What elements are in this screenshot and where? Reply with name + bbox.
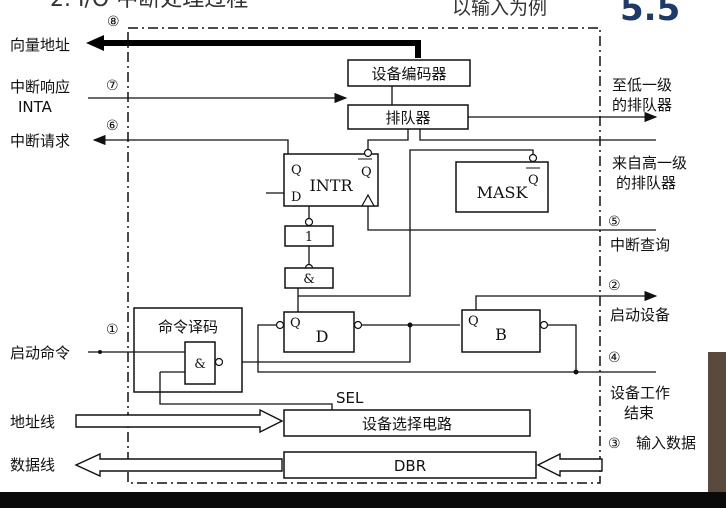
intr-q-pin: Q (291, 163, 302, 178)
label-addr-line: 地址线 (10, 413, 55, 431)
step-1: ① (106, 322, 119, 338)
inverter-bubble (306, 219, 313, 226)
dbr-label: DBR (394, 457, 426, 475)
dff-d-out-bubble (355, 322, 362, 329)
mask-qbar-pin: Q (528, 173, 539, 188)
mask-label: MASK (477, 183, 529, 202)
intr-label: INTR (309, 176, 353, 195)
label-start-dev: 启动设备 (610, 306, 670, 324)
label-from-higher-1: 来自高一级 (612, 154, 687, 172)
step-2: ② (608, 278, 621, 294)
step-6: ⑥ (106, 118, 119, 134)
device-encoder-label: 设备编码器 (371, 65, 446, 83)
vector-arrowhead (86, 35, 104, 51)
dff-d-label: D (316, 327, 329, 346)
intr-to-queue-line (368, 129, 408, 150)
and-gate-label: & (303, 272, 315, 287)
label-vector: 向量地址 (10, 36, 70, 54)
input-data-arrow (538, 454, 602, 476)
dff-d-in-bubble (277, 322, 284, 329)
cmd-decode-label: 命令译码 (158, 318, 218, 336)
label-start-cmd: 启动命令 (10, 344, 70, 362)
dff-b-q-pin: Q (468, 314, 479, 329)
step-5: ⑤ (608, 214, 621, 230)
mask-bubble (530, 155, 537, 162)
step-3: ③ (608, 436, 621, 452)
queue-label: 排队器 (385, 109, 430, 127)
sel-label: SEL (336, 389, 364, 407)
vector-bus (100, 43, 418, 58)
label-int-req: 中断请求 (10, 132, 70, 150)
label-to-lower-1: 至低一级 (612, 76, 672, 94)
step-4: ④ (608, 350, 621, 366)
data-bus-arrow (76, 454, 282, 476)
label-data-line: 数据线 (10, 456, 55, 474)
cmd-and-bubble (216, 359, 223, 366)
int-req-line (94, 140, 288, 154)
dff-b-label: B (495, 325, 507, 344)
inverter-label: 1 (305, 230, 313, 245)
label-int-query: 中断查询 (610, 236, 670, 254)
page-title: 2. I/O 中断处理过程 (50, 0, 248, 12)
intr-qbar-bubble (365, 150, 372, 157)
from-higher-line (420, 129, 656, 140)
junction-dot-2 (574, 370, 579, 375)
dff-b-out-bubble (541, 322, 548, 329)
intr-d-pin: D (291, 190, 301, 205)
label-dev-done-1: 设备工作 (610, 384, 670, 402)
intr-qbar-pin: Q (361, 165, 372, 180)
dff-b-out-line (548, 325, 576, 372)
dff-d-q-pin: Q (290, 316, 301, 331)
label-dev-done-2: 结束 (624, 404, 654, 422)
start-cmd-dot (98, 350, 102, 354)
label-int-ack: 中断响应 (10, 78, 70, 96)
step-8: ⑧ (107, 14, 120, 30)
addr-bus-arrow (76, 410, 282, 432)
step-7: ⑦ (106, 78, 119, 94)
cmd-and-label: & (194, 357, 206, 372)
dev-select-label: 设备选择电路 (362, 415, 452, 433)
label-inta: INTA (18, 98, 53, 116)
page-number: 5.5 (620, 0, 680, 29)
label-from-higher-2: 的排队器 (616, 174, 676, 192)
label-to-lower-2: 的排队器 (612, 96, 672, 114)
page-subtitle: 以输入为例 (452, 0, 547, 19)
bottom-bar (0, 492, 726, 508)
label-input-data: 输入数据 (636, 434, 696, 452)
video-overlay (708, 352, 726, 492)
